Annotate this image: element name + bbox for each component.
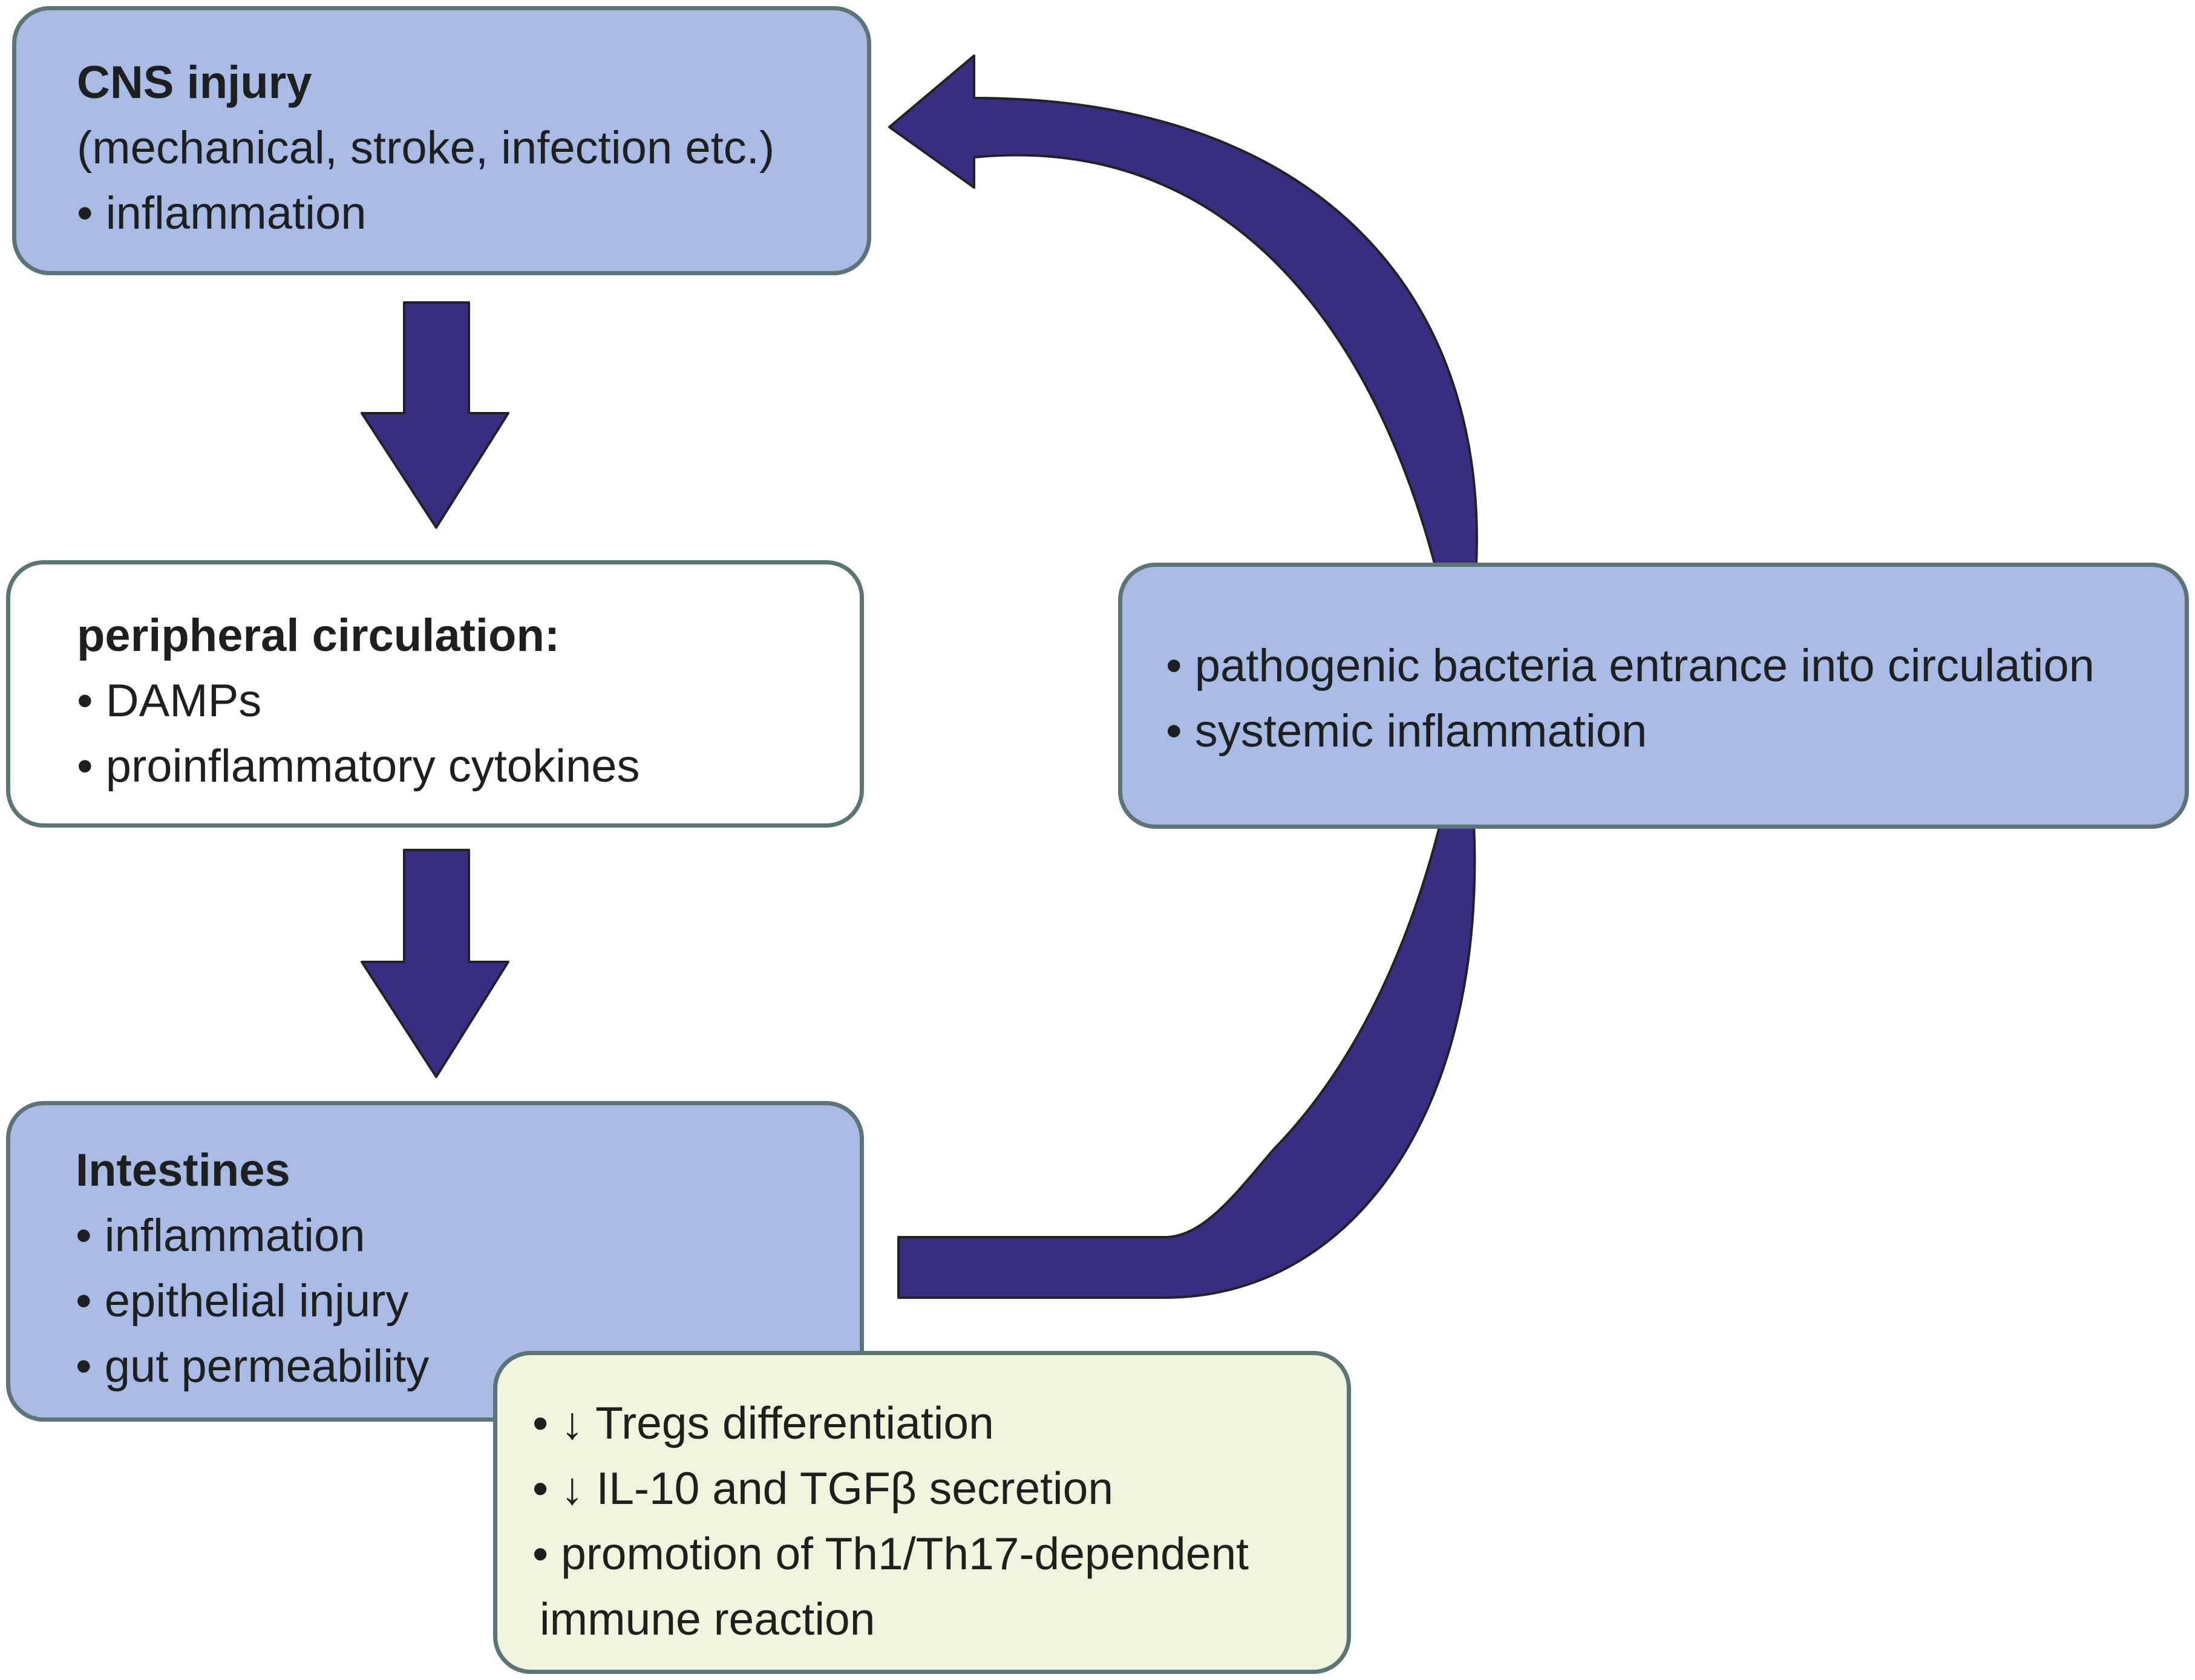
intestines-box: Intestines inflammation epithelial injur… (6, 1101, 864, 1422)
peripheral-circulation-item: proinflammatory cytokines (77, 734, 860, 799)
systemic-effects-box: pathogenic bacteria entrance into circul… (1118, 563, 2189, 829)
peripheral-circulation-box: peripheral circulation: DAMPs proinflamm… (6, 560, 864, 828)
systemic-effects-item: pathogenic bacteria entrance into circul… (1166, 633, 2185, 699)
immune-effects-item: ↓ IL-10 and TGFβ secretion (532, 1456, 1347, 1521)
cns-injury-title: CNS injury (77, 57, 312, 108)
immune-effects-item-continuation: immune reaction (540, 1593, 875, 1644)
curved-feedback-arrow (888, 54, 1478, 1299)
down-arrow-cns-to-circulation (361, 301, 509, 529)
cns-injury-subtitle: (mechanical, stroke, infection etc.) (77, 122, 775, 174)
immune-effects-item: ↓ Tregs differentiation (532, 1390, 1347, 1456)
immune-effects-item: promotion of Th1/Th17-dependent (532, 1521, 1347, 1586)
intestines-title: Intestines (76, 1145, 290, 1196)
intestines-item: epithelial injury (76, 1269, 860, 1334)
cns-injury-item: inflammation (77, 181, 867, 246)
immune-effects-box: ↓ Tregs differentiation ↓ IL-10 and TGFβ… (493, 1351, 1351, 1674)
down-arrow-circulation-to-intestines (361, 849, 509, 1078)
peripheral-circulation-item: DAMPs (77, 668, 860, 734)
intestines-item: inflammation (76, 1203, 860, 1269)
systemic-effects-item: systemic inflammation (1166, 699, 2185, 764)
cns-injury-box: CNS injury (mechanical, stroke, infectio… (12, 6, 871, 275)
peripheral-circulation-title: peripheral circulation: (77, 610, 560, 661)
intestines-item: gut permeability (76, 1334, 860, 1399)
